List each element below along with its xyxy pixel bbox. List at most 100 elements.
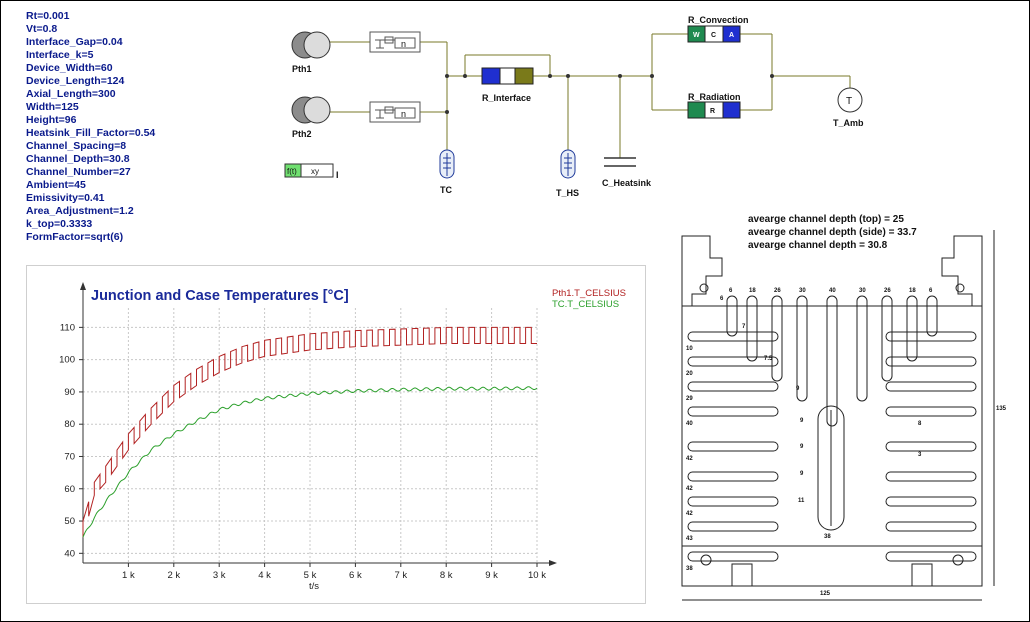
mount-hole bbox=[952, 554, 964, 566]
summary-line-2: avearge channel depth (side) = 33.7 bbox=[748, 227, 917, 238]
parameter-item: Width=125 bbox=[26, 101, 79, 113]
r-radiation-label: R_Radiation bbox=[688, 92, 741, 102]
right-channel bbox=[885, 551, 977, 562]
ft-label: f(t) bbox=[287, 167, 297, 176]
left-channel bbox=[687, 356, 779, 367]
r-convection-icon[interactable] bbox=[687, 25, 741, 43]
parameter-item: Emissivity=0.41 bbox=[26, 192, 105, 204]
top-channel bbox=[926, 295, 938, 337]
right-channel bbox=[885, 496, 977, 507]
left-channel bbox=[687, 381, 779, 392]
x-tick-label: 1 k bbox=[122, 570, 135, 581]
c-heatsink-label: C_Heatsink bbox=[602, 178, 652, 188]
t-hs-sensor-icon[interactable] bbox=[560, 149, 576, 179]
r-radiation-icon[interactable] bbox=[687, 101, 741, 119]
inner-dimension-label: 6 bbox=[720, 296, 724, 302]
inner-dimension-label: 38 bbox=[824, 534, 831, 540]
parameter-item: Height=96 bbox=[26, 114, 77, 126]
parameter-item: Ambient=45 bbox=[26, 179, 86, 191]
parameter-item: Rt=0.001 bbox=[26, 10, 70, 22]
x-tick-label: 4 k bbox=[258, 570, 271, 581]
t-hs-label: T_HS bbox=[556, 188, 579, 198]
side-channel-label: 42 bbox=[686, 511, 693, 517]
summary-line-3: avearge channel depth = 30.8 bbox=[748, 240, 888, 251]
top-channel-label: 30 bbox=[799, 288, 806, 294]
r-convection-label: R_Convection bbox=[688, 15, 749, 25]
y-tick-label: 70 bbox=[64, 451, 75, 462]
top-channel bbox=[826, 295, 838, 427]
function-block[interactable] bbox=[284, 163, 334, 178]
mount-hole bbox=[955, 283, 965, 293]
tc-sensor-icon[interactable] bbox=[439, 149, 455, 179]
y-tick-label: 40 bbox=[64, 548, 75, 559]
top-channel bbox=[726, 295, 738, 337]
tc-label: TC bbox=[440, 185, 452, 195]
r-interface-icon[interactable] bbox=[481, 67, 534, 85]
height-dimension: 135 bbox=[996, 406, 1007, 412]
thermal-schematic: Pth1 Pth2 n n f(t) xy I TC bbox=[284, 15, 864, 198]
pth1-source-icon[interactable] bbox=[291, 31, 331, 59]
top-channel bbox=[771, 295, 783, 382]
parameter-item: Channel_Number=27 bbox=[26, 166, 131, 178]
ambient-temperature-icon[interactable] bbox=[837, 87, 863, 113]
thermal-network-1-icon[interactable] bbox=[369, 31, 421, 53]
temperature-chart[interactable]: Junction and Case Temperatures [°C] Pth1… bbox=[27, 266, 645, 603]
temperature-chart-panel: Junction and Case Temperatures [°C] Pth1… bbox=[26, 265, 646, 604]
rad-r-label: R bbox=[710, 108, 715, 115]
x-tick-label: 8 k bbox=[440, 570, 453, 581]
y-tick-label: 60 bbox=[64, 484, 75, 495]
y-tick-label: 110 bbox=[60, 322, 75, 333]
side-channel-label: 29 bbox=[686, 396, 693, 402]
top-channel-label: 30 bbox=[859, 288, 866, 294]
right-channel bbox=[885, 441, 977, 452]
x-axis-label: t/s bbox=[309, 581, 319, 592]
top-channel-label: 40 bbox=[829, 288, 836, 294]
chart-title: Junction and Case Temperatures [°C] bbox=[91, 288, 349, 304]
right-channel bbox=[885, 356, 977, 367]
mount-hole bbox=[700, 554, 712, 566]
side-channel-label: 40 bbox=[686, 421, 693, 427]
x-tick-label: 5 k bbox=[304, 570, 317, 581]
thermal-network-2-icon[interactable] bbox=[369, 101, 421, 123]
top-channel-label: 18 bbox=[749, 288, 756, 294]
left-channel bbox=[687, 441, 779, 452]
conv-c-label: C bbox=[711, 32, 716, 39]
parameter-item: Device_Length=124 bbox=[26, 75, 125, 87]
inner-dimension-label: 3 bbox=[918, 452, 922, 458]
y-tick-label: 50 bbox=[64, 516, 75, 527]
legend-series-1: Pth1.T_CELSIUS bbox=[552, 288, 626, 299]
summary-line-1: avearge channel depth (top) = 25 bbox=[748, 214, 904, 225]
parameter-item: FormFactor=sqrt(6) bbox=[26, 231, 124, 243]
left-channel bbox=[687, 406, 779, 417]
inner-dimension-label: 9 bbox=[796, 386, 800, 392]
y-tick-label: 90 bbox=[64, 387, 75, 398]
xy-label: xy bbox=[311, 167, 319, 176]
x-axis-arrow bbox=[549, 560, 557, 566]
network-2-n: n bbox=[401, 109, 406, 119]
x-tick-label: 7 k bbox=[394, 570, 407, 581]
parameter-item: Interface_k=5 bbox=[26, 49, 94, 61]
i-label: I bbox=[336, 170, 339, 180]
series-line-pth1 bbox=[82, 326, 537, 538]
top-channel-label: 6 bbox=[729, 288, 733, 294]
inner-dimension-label: 7 bbox=[742, 324, 746, 330]
right-channel bbox=[885, 521, 977, 532]
right-channel bbox=[885, 471, 977, 482]
top-channel bbox=[746, 295, 758, 362]
x-tick-label: 10 k bbox=[528, 570, 546, 581]
parameter-item: Interface_Gap=0.04 bbox=[26, 36, 123, 48]
center-slot bbox=[817, 405, 845, 531]
pth2-label: Pth2 bbox=[292, 129, 312, 139]
x-tick-label: 2 k bbox=[167, 570, 180, 581]
top-channel-label: 18 bbox=[909, 288, 916, 294]
t-amb-label: T_Amb bbox=[833, 118, 864, 128]
parameter-item: k_top=0.3333 bbox=[26, 218, 93, 230]
pth2-source-icon[interactable] bbox=[291, 96, 331, 124]
mount-hole bbox=[699, 283, 709, 293]
inner-dimension-label: 9 bbox=[800, 444, 804, 450]
top-channel bbox=[856, 295, 868, 402]
inner-dimension-label: 11 bbox=[798, 498, 805, 504]
capacitor-icon[interactable] bbox=[604, 157, 636, 167]
bottom-slot bbox=[731, 563, 753, 586]
